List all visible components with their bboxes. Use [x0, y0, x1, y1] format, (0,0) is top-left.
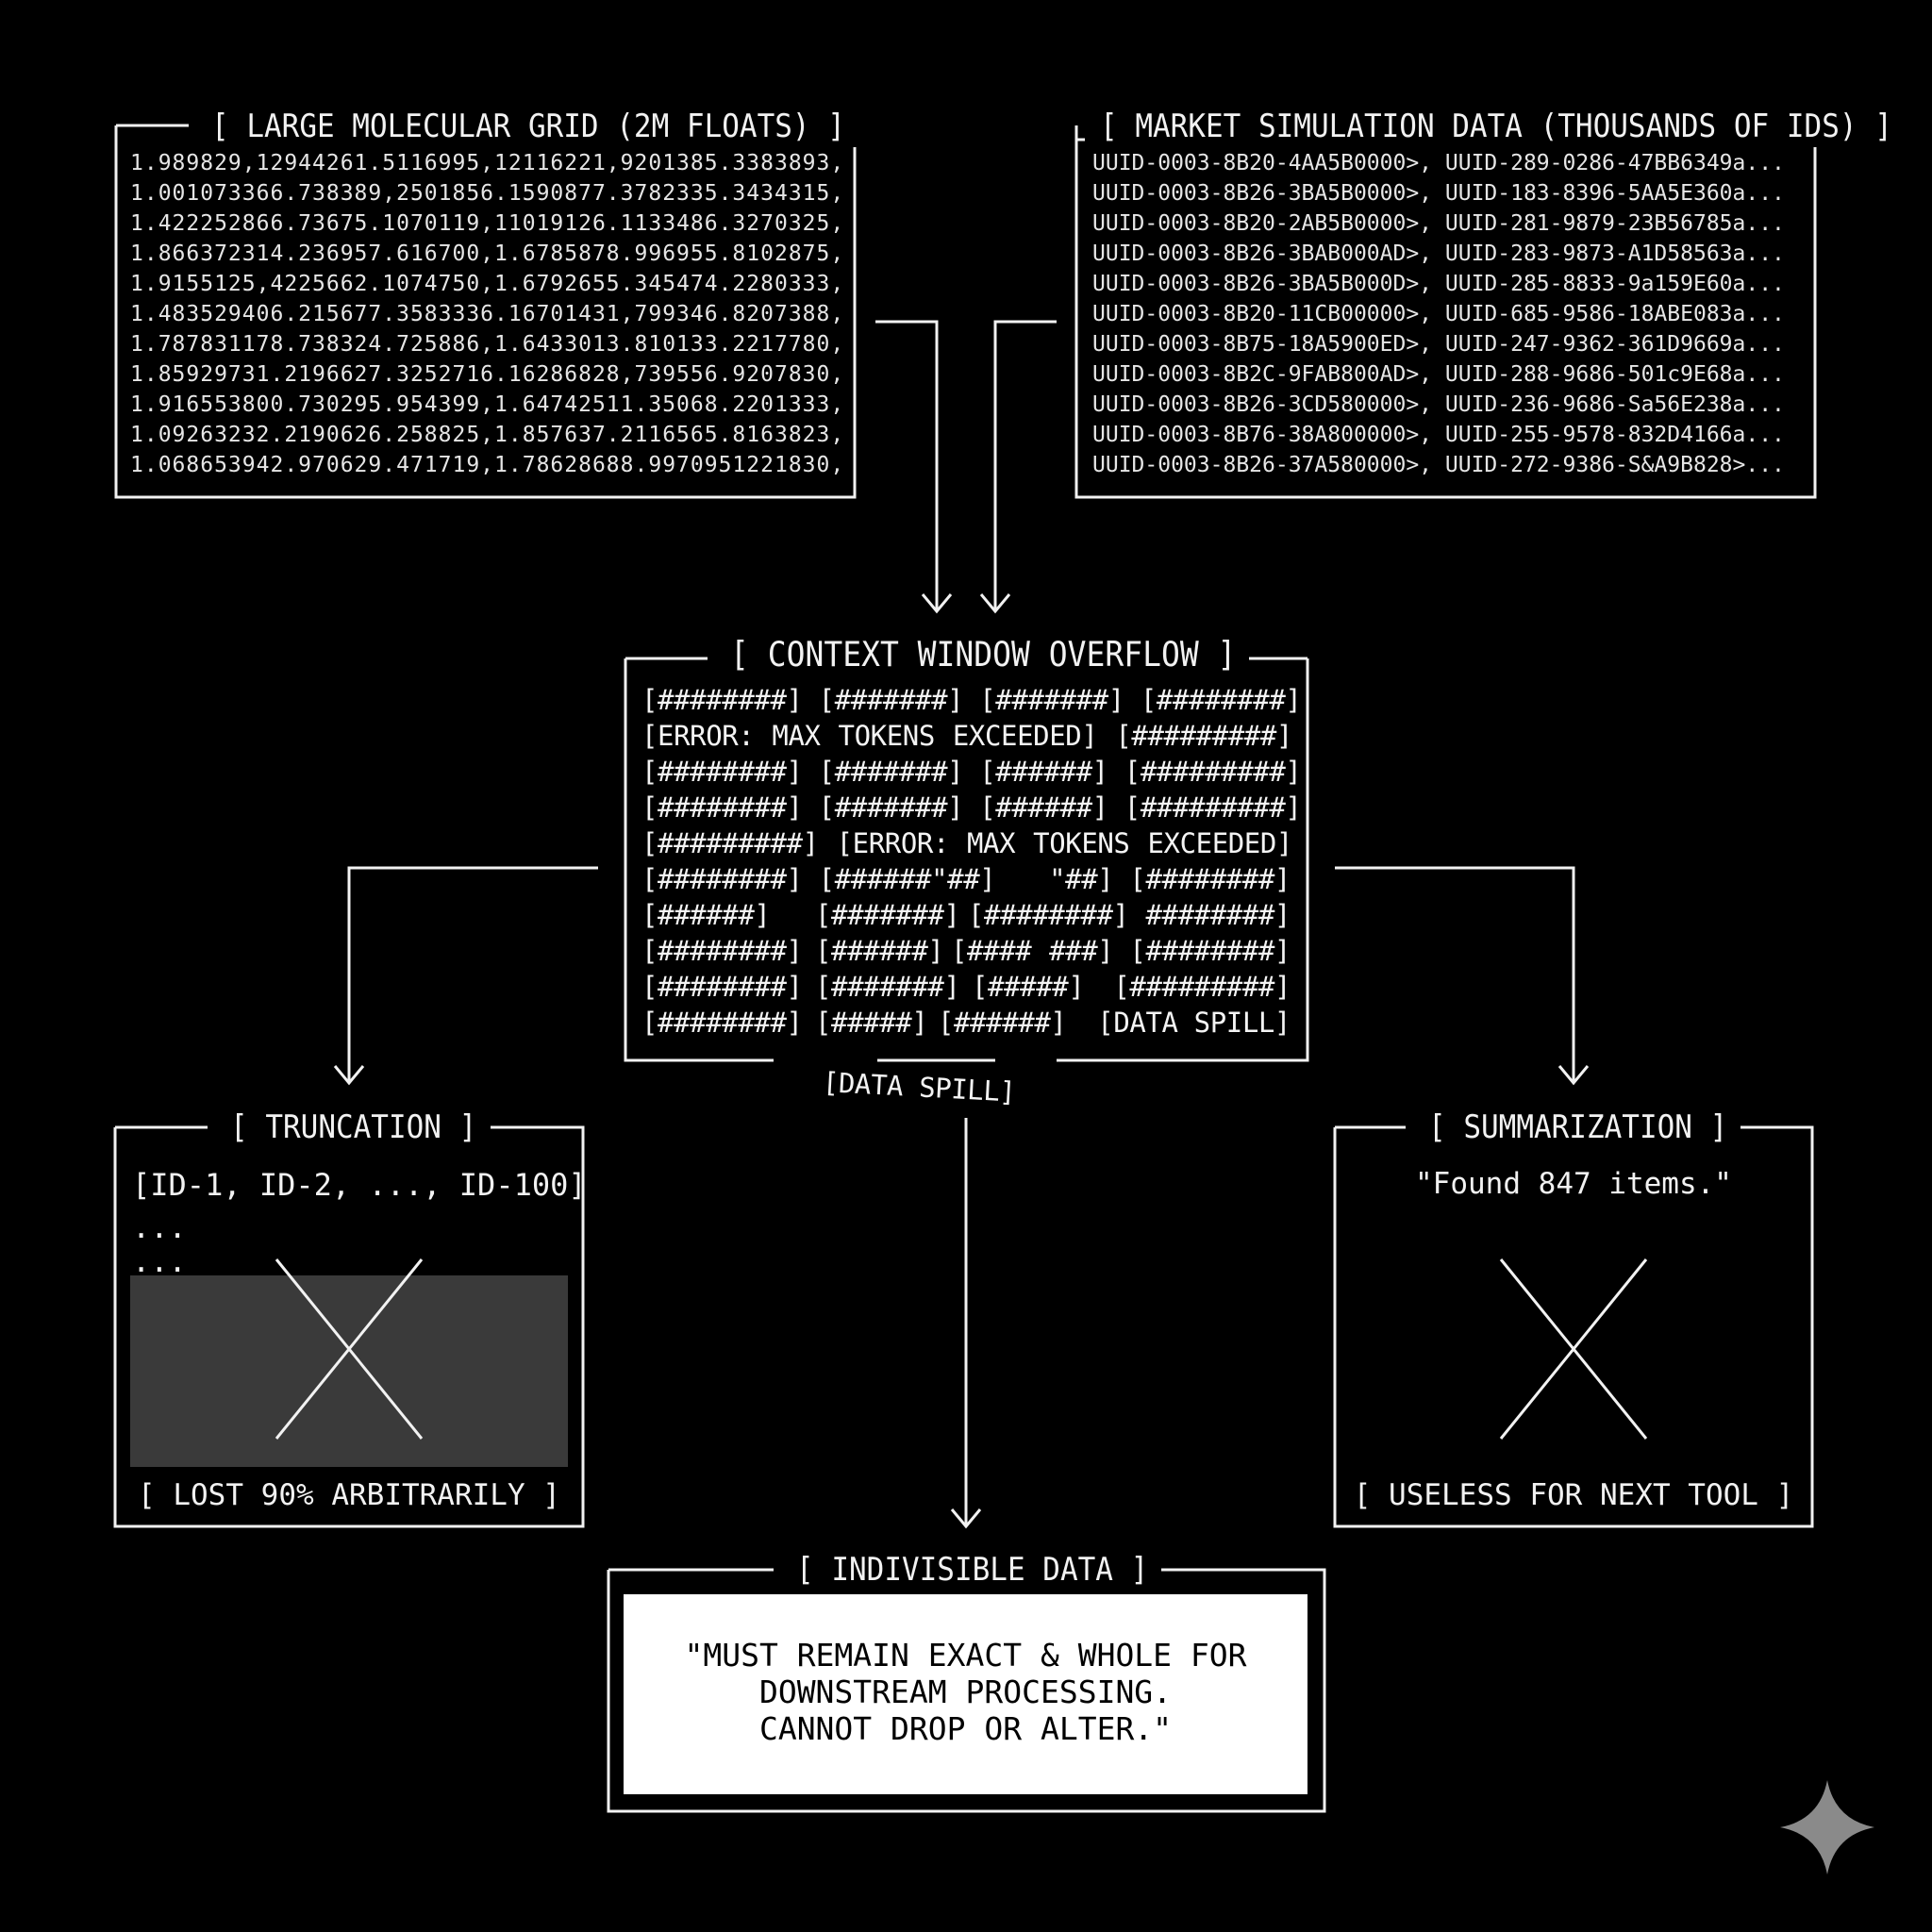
molecular-grid-title: [ LARGE MOLECULAR GRID (2M FLOATS) ]	[198, 106, 858, 147]
data-row: UUID-0003-8B20-4AA5B0000>, UUID-289-0286…	[1092, 151, 1785, 175]
summarization-frame	[1333, 1125, 1814, 1528]
data-row: 1.9155125,4225662.1074750,1.6792655.3454…	[130, 272, 845, 296]
overflow-row: [########] [#######] [######] [#########…	[641, 756, 1302, 788]
data-row: 1.866372314.236957.616700,1.6785878.9969…	[130, 242, 845, 266]
overflow-row: [########]	[641, 971, 803, 1003]
molecular-grid-frame	[114, 124, 857, 499]
overflow-row: [########] [#######] [#######] [########…	[641, 684, 1302, 716]
data-row: 1.916553800.730295.954399,1.64742511.350…	[130, 392, 845, 417]
data-row: UUID-0003-8B26-3BA5B000D>, UUID-285-8833…	[1092, 272, 1785, 296]
arrow-market-to-overflow	[979, 320, 1057, 614]
overflow-row: [########]	[641, 1007, 803, 1039]
data-row: 1.09263232.2190626.258825,1.857637.21165…	[130, 423, 845, 447]
overflow-row: ###] [########]	[1049, 935, 1291, 967]
truncation-ellipsis: ...	[132, 1209, 187, 1245]
data-row: 1.989829,12944261.5116995,12116221,92013…	[130, 151, 845, 175]
spilled-fragment: [######]	[815, 935, 944, 967]
overflow-row: [########] [######"##]	[641, 863, 996, 895]
spilled-fragment: [#######]	[815, 971, 960, 1003]
data-row: 1.787831178.738324.725886,1.6433013.8101…	[130, 332, 845, 357]
overflow-row: [#########]	[1113, 971, 1291, 1003]
overflow-title: [ CONTEXT WINDOW OVERFLOW ]	[717, 634, 1250, 675]
overflow-row: [########] [#######] [######] [#########…	[641, 791, 1302, 824]
data-row: UUID-0003-8B75-18A5900ED>, UUID-247-9362…	[1092, 332, 1785, 357]
indivisible-title: [ INDIVISIBLE DATA ]	[783, 1549, 1162, 1591]
overflow-row: [DATA SPILL]	[1097, 1007, 1291, 1039]
overflow-frame	[624, 657, 1309, 1062]
data-row: 1.483529406.215677.3583336.16701431,7993…	[130, 302, 845, 326]
overflow-row: [#########] [ERROR: MAX TOKENS EXCEEDED]	[641, 827, 1292, 859]
truncation-caption: [ LOST 90% ARBITRARILY ]	[138, 1478, 560, 1512]
data-row: 1.85929731.2196627.3252716.16286828,7395…	[130, 362, 845, 387]
overflow-row: "##] [########]	[1049, 863, 1291, 895]
quote-line: DOWNSTREAM PROCESSING.	[758, 1674, 1173, 1710]
summarization-title: [ SUMMARIZATION ]	[1415, 1107, 1741, 1148]
truncation-frame	[113, 1125, 585, 1528]
summarization-content: "Found 847 items."	[1415, 1167, 1732, 1201]
data-row: UUID-0003-8B26-3BAB000AD>, UUID-283-9873…	[1092, 242, 1785, 266]
quote-line: CANNOT DROP OR ALTER."	[758, 1710, 1173, 1747]
truncation-ellipsis: ...	[132, 1243, 187, 1279]
data-row: 1.422252866.73675.1070119,11019126.11334…	[130, 211, 845, 236]
data-row: 1.068653942.970629.471719,1.78628688.997…	[130, 453, 845, 477]
spilled-fragment: [########]	[968, 899, 1129, 931]
data-row: UUID-0003-8B26-37A580000>, UUID-272-9386…	[1092, 453, 1785, 477]
summarization-x-icon	[1499, 1258, 1648, 1440]
truncation-title: [ TRUNCATION ]	[217, 1107, 491, 1148]
quote-line: "MUST REMAIN EXACT & WHOLE FOR	[684, 1637, 1247, 1674]
summarization-caption: [ USELESS FOR NEXT TOOL ]	[1353, 1478, 1794, 1512]
overflow-row: [########]	[641, 935, 803, 967]
overflow-row: ########]	[1145, 899, 1291, 931]
arrow-to-truncation	[333, 866, 598, 1086]
sparkle-logo-icon	[1780, 1780, 1874, 1874]
arrow-molecular-to-overflow	[875, 320, 953, 614]
data-row: UUID-0003-8B76-38A800000>, UUID-255-9578…	[1092, 423, 1785, 447]
spilled-fragment: [#######]	[815, 899, 960, 931]
spilled-fragment: [#####]	[815, 1007, 928, 1039]
spilled-fragment: [#####]	[972, 971, 1085, 1003]
arrow-to-indivisible	[950, 1118, 982, 1529]
arrow-to-summarization	[1335, 866, 1590, 1086]
data-row: UUID-0003-8B2C-9FAB800AD>, UUID-288-9686…	[1092, 362, 1785, 387]
indivisible-inner-panel	[624, 1594, 1307, 1794]
market-data-title: [ MARKET SIMULATION DATA (THOUSANDS OF I…	[1087, 106, 1906, 147]
indivisible-frame	[607, 1568, 1326, 1813]
truncation-content: [ID-1, ID-2, ..., ID-100]	[132, 1167, 587, 1203]
data-row: UUID-0003-8B20-11CB00000>, UUID-685-9586…	[1092, 302, 1785, 326]
data-row: UUID-0003-8B26-3BA5B0000>, UUID-183-8396…	[1092, 181, 1785, 206]
data-row: UUID-0003-8B20-2AB5B0000>, UUID-281-9879…	[1092, 211, 1785, 236]
data-row: UUID-0003-8B26-3CD580000>, UUID-236-9686…	[1092, 392, 1785, 417]
spilled-fragment: [######]	[938, 1007, 1067, 1039]
spilled-fragment: [####	[951, 935, 1032, 967]
truncation-x-icon	[275, 1258, 424, 1440]
indivisible-quote: "MUST REMAIN EXACT & WHOLE FOR DOWNSTREA…	[624, 1637, 1307, 1747]
truncation-lost-panel	[130, 1275, 568, 1467]
overflow-row: [ERROR: MAX TOKENS EXCEEDED] [#########]	[641, 720, 1292, 752]
overflow-row: [######]	[641, 899, 771, 931]
data-row: 1.001073366.738389,2501856.1590877.37823…	[130, 181, 845, 206]
